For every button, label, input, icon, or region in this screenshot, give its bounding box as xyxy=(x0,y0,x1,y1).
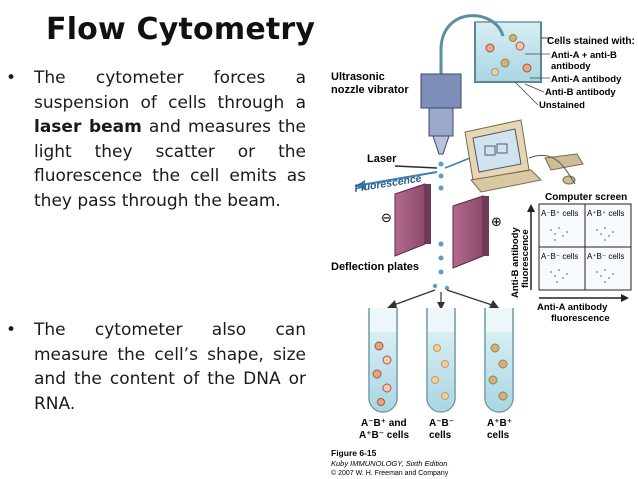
x-axis-label-2: fluorescence xyxy=(551,313,610,324)
tube-3-label: A⁺B⁺ xyxy=(487,418,512,429)
figure-book: Kuby IMMUNOLOGY, Sixth Edition xyxy=(331,459,447,468)
label-deflection: Deflection plates xyxy=(331,261,419,273)
sample-beaker xyxy=(474,21,542,83)
x-axis-label: Anti-A antibody xyxy=(537,302,608,313)
y-axis-label: Anti-B antibody xyxy=(510,227,521,298)
computer xyxy=(464,119,584,193)
quadrant-br: A⁺B⁻ cells xyxy=(587,252,624,261)
flow-cytometry-diagram: Cells stained with: Anti-A + anti-B anti… xyxy=(331,14,635,477)
tube-1-label-2: A⁺B⁻ cells xyxy=(359,430,409,441)
label-stain-ab: Anti-A + anti-B xyxy=(551,50,617,61)
nozzle-vibrator xyxy=(420,73,462,155)
label-computer-screen: Computer screen xyxy=(545,192,627,203)
sample-tube xyxy=(439,14,505,74)
bullet-2-text: The cytometer also can measure the cell’… xyxy=(34,320,306,414)
quadrant-bl: A⁻B⁻ cells xyxy=(541,252,578,261)
label-cells-stained: Cells stained with: xyxy=(547,36,635,47)
droplet-stream xyxy=(432,161,450,291)
label-stain-b: Anti-B antibody xyxy=(545,87,616,98)
figure-number: Figure 6-15 xyxy=(331,448,377,458)
tube-2-label: A⁻B⁻ xyxy=(429,418,454,429)
bullet-marker: • xyxy=(6,320,17,340)
laser-beam xyxy=(394,165,438,169)
label-laser: Laser xyxy=(367,153,397,165)
label-plus: ⊕ xyxy=(491,214,502,229)
label-unstained: Unstained xyxy=(539,100,585,111)
quadrant-tl: A⁻B⁺ cells xyxy=(541,209,578,218)
collection-tube-3 xyxy=(484,308,514,413)
bullet-1: • The cytometer forces a suspension of c… xyxy=(6,66,306,213)
label-ultrasonic: Ultrasonic xyxy=(331,71,385,83)
bullet-marker: • xyxy=(6,68,17,88)
deflection-plates xyxy=(394,183,489,269)
tube-2-label-2: cells xyxy=(429,430,452,441)
bullet-2: • The cytometer also can measure the cel… xyxy=(6,318,306,416)
label-ultrasonic-2: nozzle vibrator xyxy=(331,84,409,96)
label-minus: ⊖ xyxy=(381,210,392,225)
collection-tube-2 xyxy=(426,308,456,413)
label-stain-ab-2: antibody xyxy=(551,61,591,72)
bullet-1-pre: The cytometer forces a suspension of cel… xyxy=(34,68,306,113)
bullet-1-keyword: laser beam xyxy=(34,117,142,137)
tube-3-label-2: cells xyxy=(487,430,510,441)
slide-title: Flow Cytometry xyxy=(46,12,316,47)
quadrant-tr: A⁺B⁺ cells xyxy=(587,209,624,218)
figure-copyright: © 2007 W. H. Freeman and Company xyxy=(331,469,449,477)
y-axis-label-2: fluorescence xyxy=(520,229,531,288)
bullet-1-post: and measures the light they scatter or t… xyxy=(34,117,306,211)
label-stain-a: Anti-A antibody xyxy=(551,74,622,85)
scatter-quadrants xyxy=(538,203,632,291)
bullet-1-text: The cytometer forces a suspension of cel… xyxy=(34,66,306,213)
collection-tube-1 xyxy=(368,308,398,413)
tube-1-label: A⁻B⁺ and xyxy=(361,418,407,429)
